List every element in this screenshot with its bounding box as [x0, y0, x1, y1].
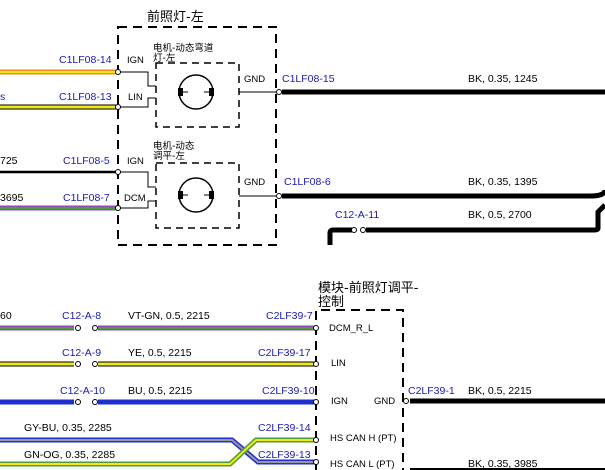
- spec-c12a11: BK, 0.5, 2700: [468, 209, 532, 221]
- edge-fragment-60: 60: [0, 310, 12, 322]
- label-c1lf08-14: C1LF08-14: [59, 54, 112, 66]
- edge-fragment-3695: 3695: [0, 192, 24, 204]
- leveling-title-line2: 控制: [318, 295, 344, 310]
- label-c1lf08-5: C1LF08-5: [63, 155, 110, 167]
- label-c2lf39-1: C2LF39-1: [408, 385, 455, 397]
- motor1-box: [155, 62, 240, 128]
- spec-gnd1: BK, 0.35, 1245: [468, 73, 538, 85]
- terminals: [115, 69, 409, 465]
- headlamp-internal-lines: [118, 71, 276, 209]
- label-c1lf08-7: C1LF08-7: [63, 192, 110, 204]
- edge-fragment-s: s: [0, 91, 5, 103]
- spec-bu: BU, 0.5, 2215: [128, 385, 192, 397]
- pin-gnd2: GND: [244, 177, 265, 188]
- terminal-c2lf39-17: [313, 361, 319, 367]
- spec-gnd2: BK, 0.35, 1395: [468, 176, 538, 188]
- wire-gnog-stripe: [0, 439, 318, 465]
- edge-fragment-725: 725: [0, 155, 18, 167]
- label-c1lf08-6: C1LF08-6: [284, 176, 331, 188]
- pin-lin1: LIN: [128, 92, 143, 103]
- label-c2lf39-13: C2LF39-13: [258, 449, 311, 461]
- motor1-label-line2: 灯-左: [153, 52, 176, 64]
- spec-vtgn: VT-GN, 0.5, 2215: [128, 310, 210, 322]
- label-c2lf39-17: C2LF39-17: [258, 347, 311, 359]
- label-c12a-9: C12-A-9: [62, 347, 101, 359]
- terminal-c1lf08-13: [115, 104, 121, 110]
- spec-gnd3: BK, 0.5, 2215: [468, 385, 532, 397]
- leveling-module: 模块-前照灯调平- 控制 DCM_R_L LIN IGN GND HS CAN …: [315, 280, 419, 470]
- terminal-c1lf08-6: [276, 193, 282, 199]
- pin-ign1: IGN: [127, 55, 144, 66]
- terminal-c1lf08-5: [115, 169, 121, 175]
- terminal-c1lf08-7: [115, 205, 121, 211]
- spec-gnog: GN-OG, 0.35, 2285: [24, 449, 115, 461]
- pin-gnd1: GND: [244, 74, 265, 85]
- pin-dcm2: DCM: [124, 193, 146, 204]
- motor2-icon: [178, 177, 214, 213]
- label-c12a-11: C12-A-11: [335, 209, 379, 221]
- label-c1lf08-15: C1LF08-15: [282, 73, 335, 85]
- headlamp-module: 前照灯-左 电机-动态弯道 灯-左 电机-动态 调平-左: [117, 9, 277, 246]
- terminal-c2lf39-7: [313, 325, 319, 331]
- inline-c12a-11: [351, 227, 366, 233]
- motor1-label-line1: 电机-动态弯道: [153, 42, 214, 54]
- wire-gnd2: [282, 189, 605, 199]
- label-c2lf39-7: C2LF39-7: [266, 310, 313, 322]
- label-c2lf39-10: C2LF39-10: [262, 385, 315, 397]
- motor1-icon: [178, 74, 214, 110]
- terminal-c2lf39-10: [313, 399, 319, 405]
- headlamp-title: 前照灯-左: [147, 9, 204, 25]
- leveling-title-line1: 模块-前照灯调平-: [318, 280, 419, 296]
- pin-hscanh: HS CAN H (PT): [330, 433, 397, 444]
- spec-ye: YE, 0.5, 2215: [128, 347, 192, 359]
- spec-gybu: GY-BU, 0.35, 2285: [24, 422, 112, 434]
- label-c2lf39-14: C2LF39-14: [258, 422, 311, 434]
- pin-lin3: LIN: [331, 358, 346, 369]
- pin-ign3: IGN: [331, 396, 348, 407]
- terminal-c2lf39-1: [403, 398, 409, 404]
- spec-bk3985: BK, 0.35, 3985: [468, 458, 538, 470]
- label-c12a-10: C12-A-10: [60, 385, 105, 397]
- pin-hscanl: HS CAN L (PT): [330, 459, 395, 470]
- terminal-c1lf08-15: [276, 89, 282, 95]
- pin-gnd3: GND: [374, 396, 395, 407]
- wire-spec-labels: BK, 0.35, 1245 BK, 0.35, 1395 BK, 0.5, 2…: [0, 73, 538, 470]
- inline-connectors: [75, 227, 366, 405]
- motor2-label-line1: 电机-动态: [153, 140, 195, 152]
- pin-dcm-r-l: DCM_R_L: [329, 323, 373, 334]
- label-c1lf08-13: C1LF08-13: [59, 91, 112, 103]
- label-c12a-8: C12-A-8: [62, 310, 101, 322]
- terminal-c1lf08-14: [115, 69, 121, 75]
- wire-c12a11: [327, 203, 605, 245]
- leveling-box: [315, 309, 404, 470]
- terminal-c2lf39-14: [313, 437, 319, 443]
- wires: [0, 69, 605, 470]
- motor2-label-line2: 调平-左: [153, 150, 185, 162]
- connector-labels: C1LF08-14 C1LF08-13 C1LF08-15 C1LF08-5 C…: [59, 54, 455, 461]
- inline-c12a-8: [75, 325, 98, 331]
- inline-c12a-9: [75, 361, 98, 367]
- motor2-box: [155, 162, 240, 229]
- inline-c12a-10: [75, 399, 98, 405]
- headlamp-box: [117, 26, 277, 246]
- pin-ign2: IGN: [127, 156, 144, 167]
- terminal-c2lf39-13: [313, 459, 319, 465]
